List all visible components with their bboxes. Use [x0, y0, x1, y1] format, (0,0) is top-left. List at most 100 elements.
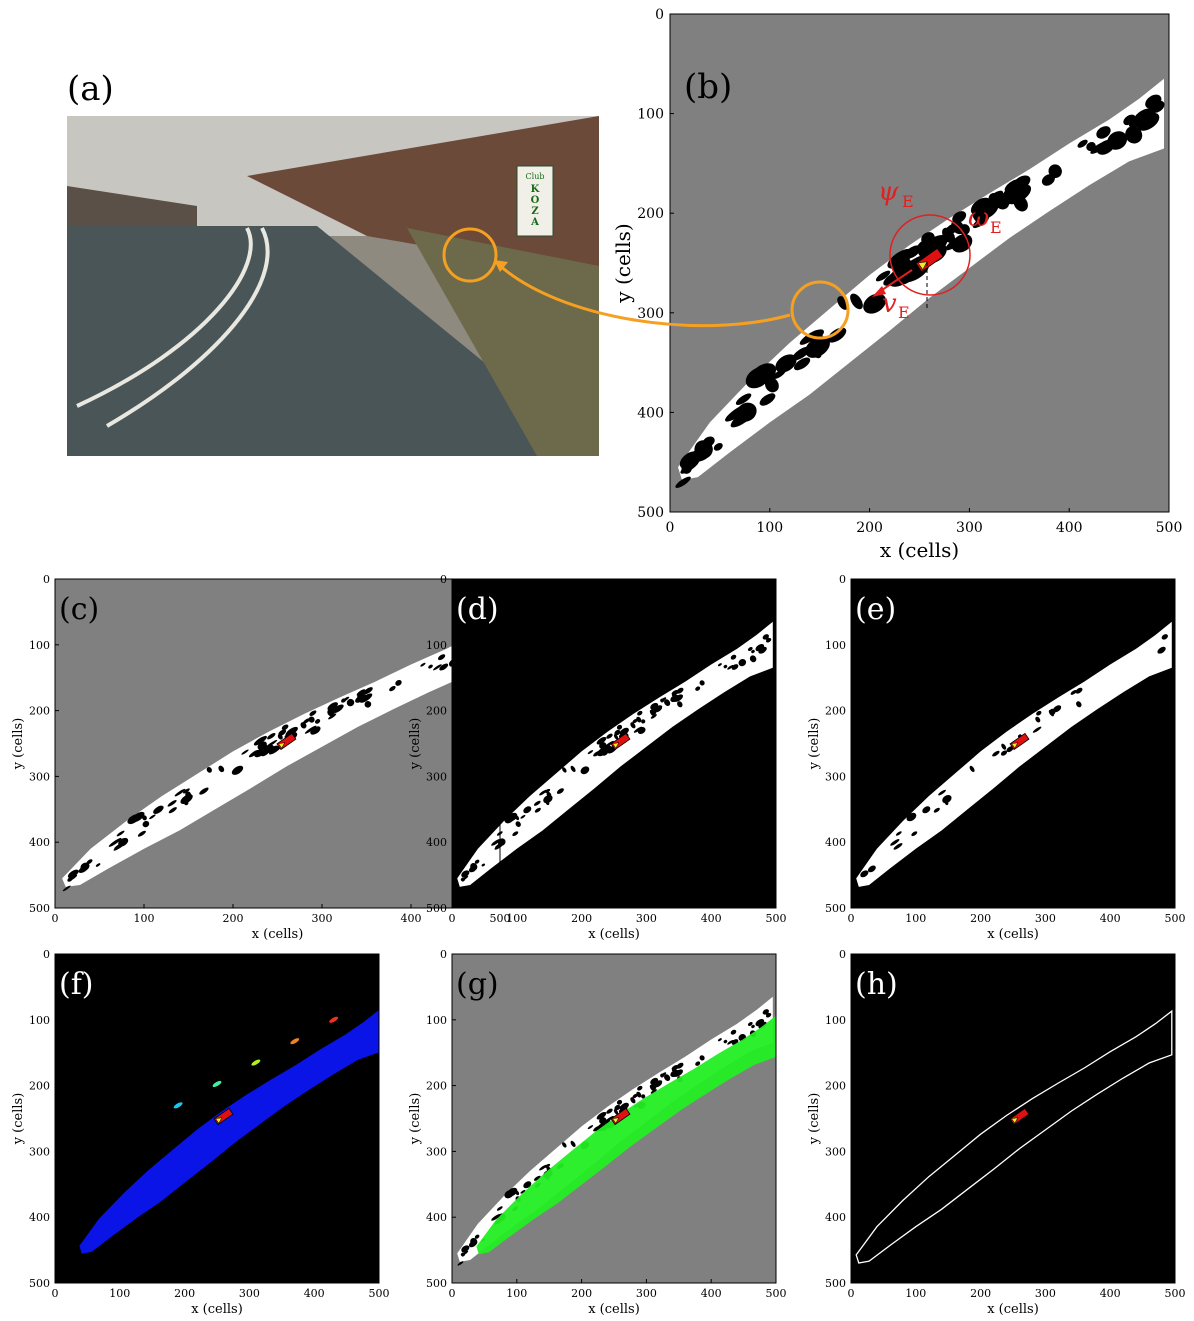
- y-tick-label: 0: [839, 573, 846, 586]
- obstacle-blob: [118, 837, 129, 847]
- x-tick-label: 100: [506, 912, 527, 925]
- obstacle-blob: [670, 1069, 679, 1078]
- obstacle-blob: [67, 869, 79, 879]
- panel-h: [851, 954, 1175, 1283]
- x-axis-label: x (cells): [588, 927, 640, 942]
- axes-frame-e: [850, 578, 1176, 909]
- obstacle-blob: [764, 377, 779, 393]
- x-tick-label: 500: [766, 912, 787, 925]
- obstacle-blob: [496, 1206, 503, 1211]
- panel-g: [452, 954, 777, 1283]
- obstacle-blob: [491, 839, 501, 846]
- obstacle-blob: [660, 698, 664, 703]
- y-tick-label: 500: [29, 902, 50, 915]
- obstacle-blob: [520, 1189, 526, 1194]
- panel-label-f: (f): [59, 967, 94, 1002]
- obstacle-blob: [867, 865, 876, 873]
- obstacle-blob: [664, 1074, 671, 1081]
- obstacle-blob: [364, 701, 372, 708]
- panel-label-d: (d): [456, 592, 499, 627]
- obstacle-blob: [1125, 126, 1143, 144]
- panel-label-c: (c): [59, 592, 99, 627]
- free-space-band: [457, 621, 773, 887]
- obstacle-blob: [1000, 750, 1008, 756]
- obstacle-blob: [533, 800, 541, 806]
- obstacle-blob: [614, 1104, 621, 1111]
- obstacle-blob: [1035, 716, 1041, 723]
- panel-label-e: (e): [855, 592, 896, 627]
- y-tick-label: 200: [426, 1080, 447, 1093]
- sign-letter: K: [531, 184, 540, 195]
- x-axis-label: x (cells): [252, 927, 304, 942]
- obstacle-blob: [775, 354, 797, 373]
- obstacle-blob: [616, 724, 623, 730]
- x-axis-label: x (cells): [987, 1302, 1039, 1317]
- free-space-band: [856, 621, 1172, 887]
- obstacle-blob: [860, 870, 869, 878]
- x-tick-label: 400: [1056, 520, 1083, 536]
- obstacle-blob: [439, 663, 449, 671]
- obstacle-blob: [142, 820, 150, 828]
- obstacle-blob: [1070, 689, 1077, 695]
- obstacle-blob: [62, 885, 71, 892]
- x-axis-label: x (cells): [987, 927, 1039, 942]
- obstacle-blob: [641, 1094, 646, 1099]
- obstacle-blob: [562, 767, 567, 773]
- labelled-component: [173, 1102, 183, 1109]
- obstacle-blob: [570, 1140, 576, 1147]
- obstacle-blob: [185, 791, 191, 798]
- obstacle-blob: [515, 821, 521, 827]
- x-tick-label: 300: [312, 912, 333, 925]
- x-tick-label: 400: [304, 1287, 325, 1300]
- obstacle-blob: [1077, 139, 1088, 148]
- x-tick-label: 0: [449, 1287, 456, 1300]
- obstacle-blob: [730, 1029, 737, 1035]
- obstacle-blob: [327, 702, 338, 711]
- y-tick-label: 300: [426, 1145, 447, 1158]
- obstacle-blob: [952, 211, 967, 224]
- obstacle-blob: [95, 863, 101, 867]
- obstacle-blob: [751, 1024, 755, 1029]
- obstacle-blob: [1107, 131, 1128, 150]
- obstacle-blob: [717, 1038, 722, 1042]
- obstacle-blob: [285, 726, 298, 737]
- obstacle-blob: [168, 807, 177, 814]
- vehicle-heading-marker: [215, 1117, 223, 1124]
- obstacle-blob: [699, 1055, 705, 1061]
- x-tick-label: 0: [52, 912, 59, 925]
- y-tick-label: 0: [440, 573, 447, 586]
- x-tick-label: 200: [970, 912, 991, 925]
- obstacle-blob: [755, 643, 765, 652]
- y-tick-label: 300: [29, 770, 50, 783]
- vehicle-heading-marker: [612, 742, 620, 749]
- obstacle-blob: [1052, 705, 1062, 713]
- x-tick-label: 0: [848, 912, 855, 925]
- obstacle-blob: [328, 713, 337, 720]
- obstacle-blob: [1075, 687, 1083, 694]
- obstacle-blob: [751, 649, 755, 654]
- obstacle-blob: [265, 739, 278, 749]
- obstacle-blob: [907, 817, 911, 821]
- obstacle-blob: [970, 197, 992, 216]
- obstacle-blob: [355, 693, 367, 703]
- obstacle-blob: [637, 710, 643, 716]
- y-tick-label: 0: [43, 573, 50, 586]
- vehicle-heading-marker: [917, 261, 928, 271]
- photo-bushes: [67, 186, 197, 226]
- x-tick-label: 0: [449, 912, 456, 925]
- obstacle-blob: [637, 1085, 643, 1091]
- x-tick-label: 200: [223, 912, 244, 925]
- obstacle-blob: [253, 735, 267, 746]
- y-axis-label: y (cells): [807, 718, 822, 771]
- velocity-arrow-head: [872, 286, 886, 297]
- obstacle-blob: [1004, 179, 1025, 195]
- y-axis-label: y (cells): [611, 223, 635, 303]
- obstacle-blob: [539, 1164, 547, 1171]
- obstacle-blob: [649, 709, 656, 717]
- obstacle-blob: [604, 740, 614, 748]
- y-tick-label: 300: [637, 306, 664, 322]
- obstacle-blob: [127, 814, 140, 825]
- obstacle-blob: [363, 687, 373, 695]
- panel-c: [55, 579, 500, 908]
